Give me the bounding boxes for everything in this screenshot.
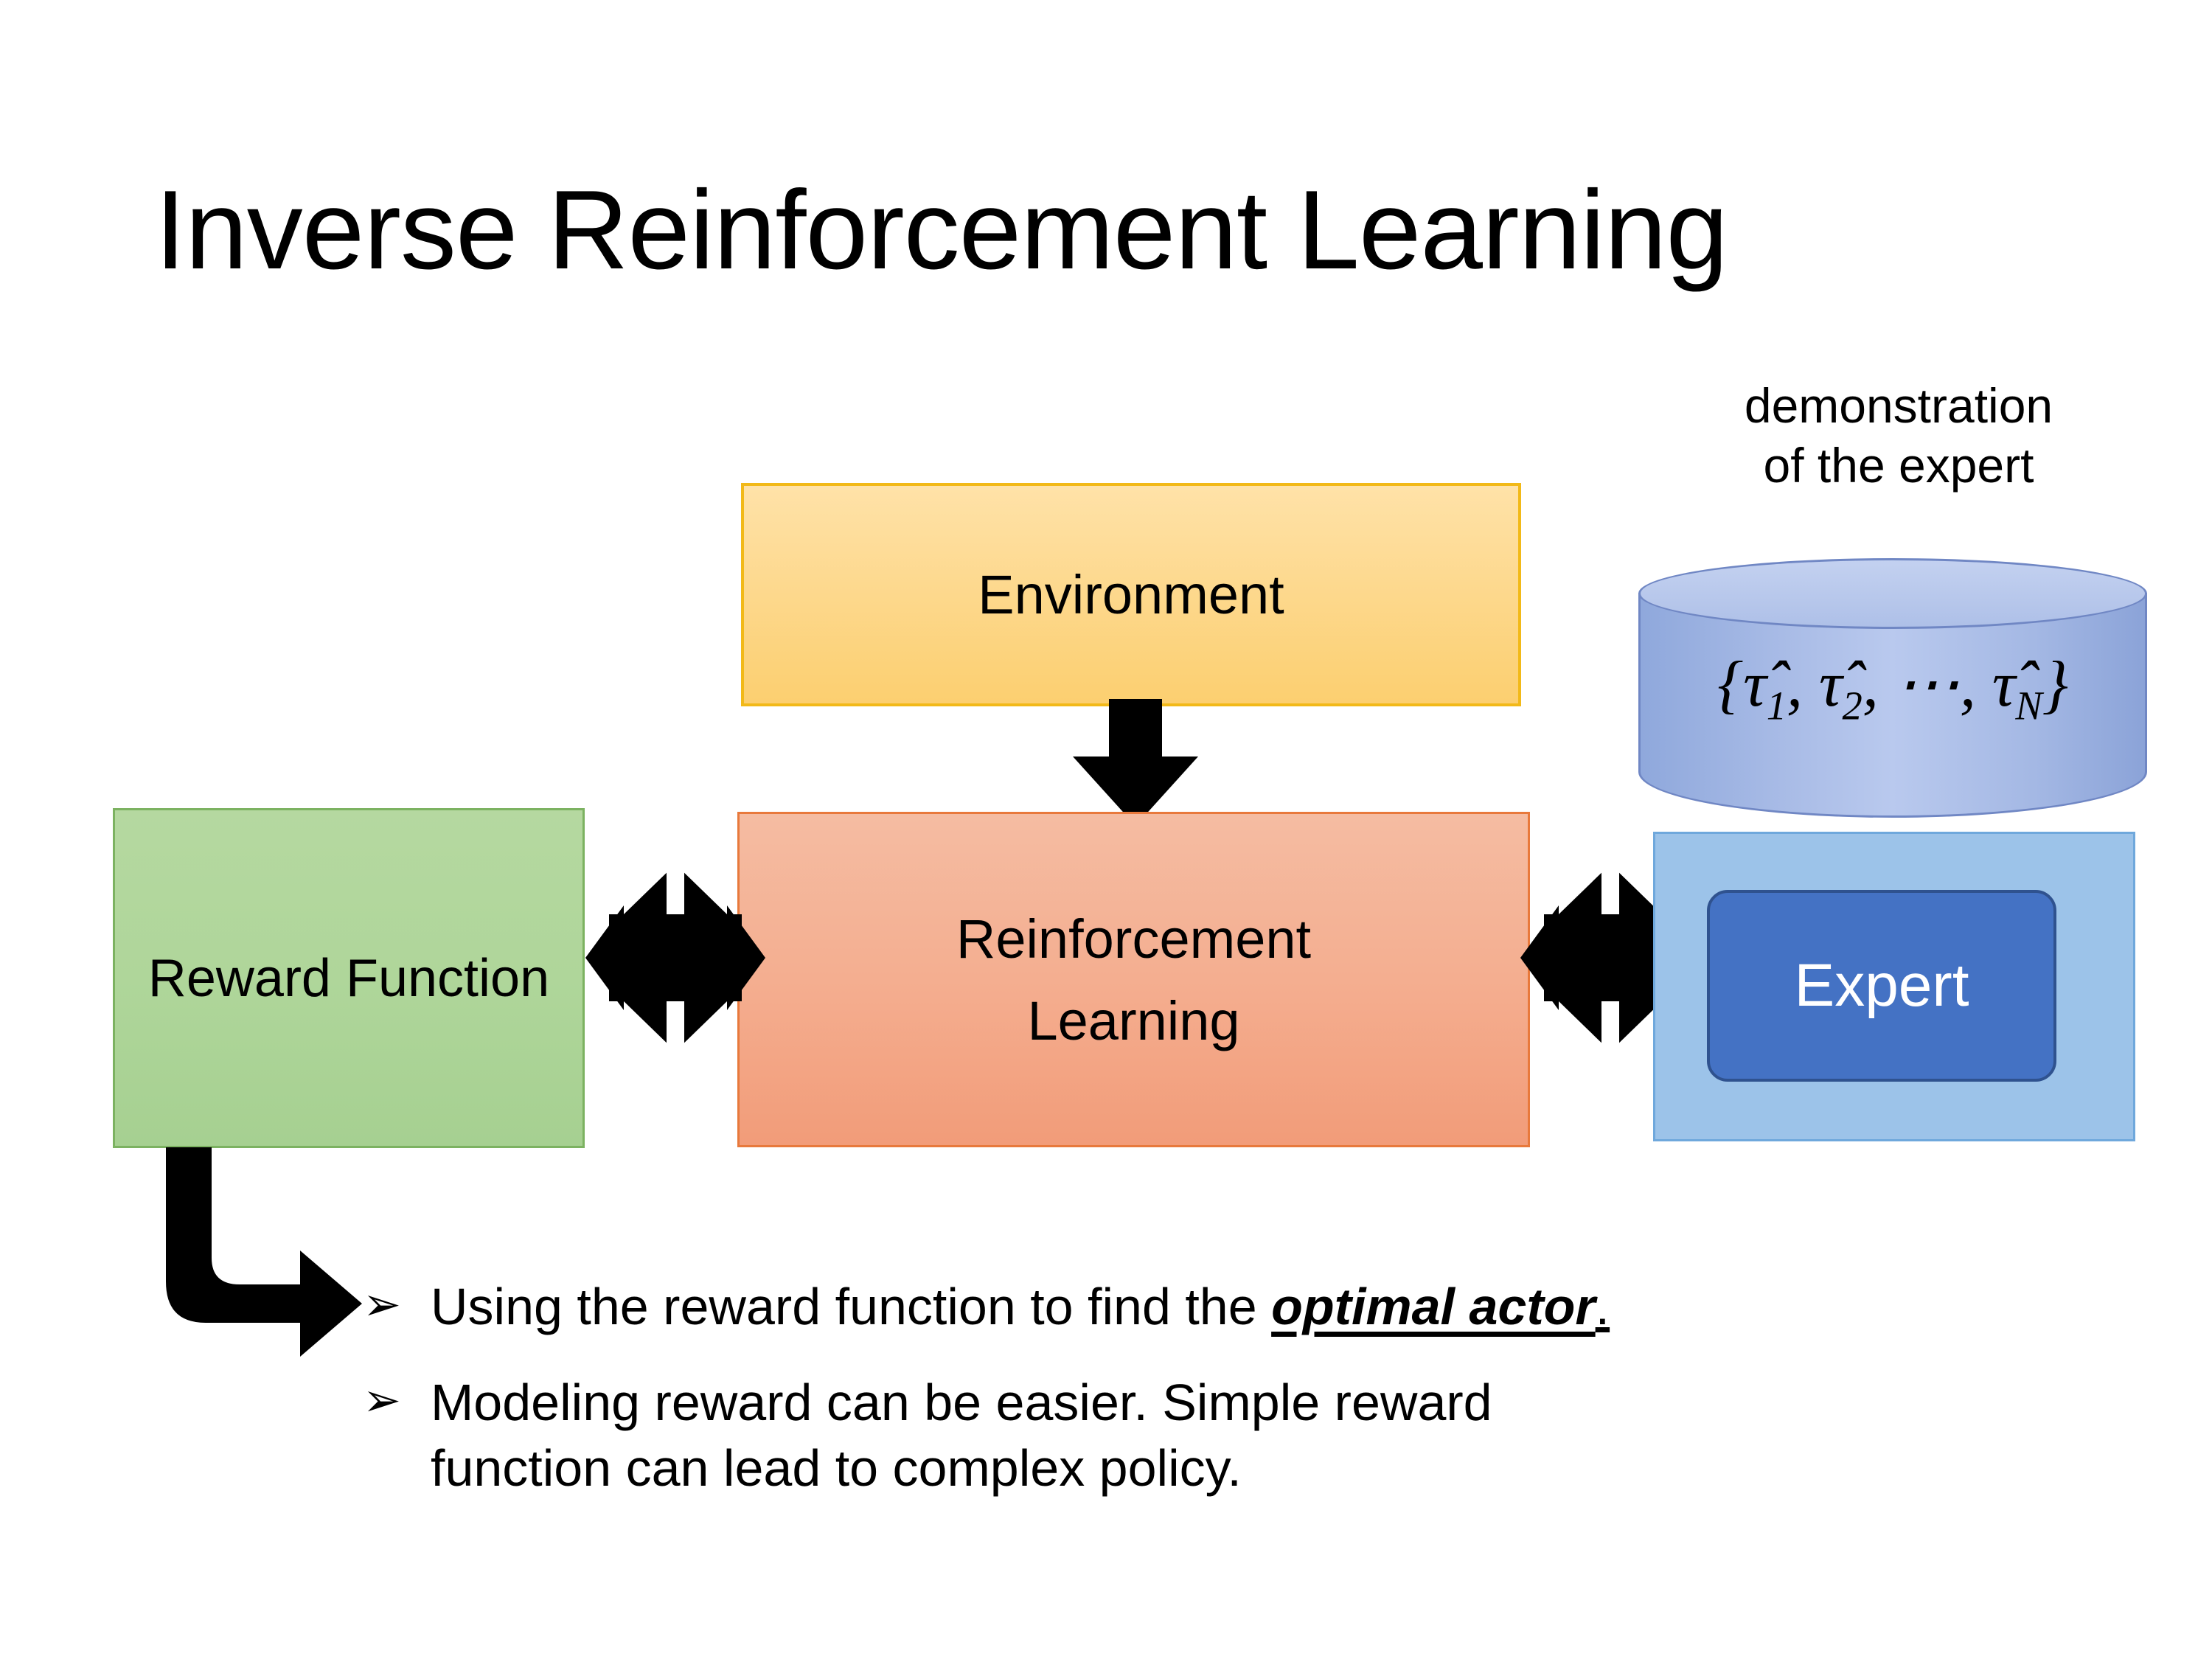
- bullet-2-text-line1: Modeling reward can be easier. Simple re…: [431, 1373, 1492, 1431]
- rl-label-line1: Reinforcement: [956, 908, 1312, 970]
- bullet-arrow-icon: ➢: [363, 1279, 401, 1330]
- demonstration-cylinder: {τ̂1, τ̂2, ⋯, τ̂N}: [1638, 558, 2147, 837]
- environment-label: Environment: [978, 564, 1284, 625]
- elbow-arrow-icon: [166, 1147, 362, 1357]
- formula-sub-2: 2: [1842, 683, 1863, 728]
- formula-close-brace: }: [2042, 649, 2068, 720]
- bullet-arrow-icon: ➢: [363, 1374, 401, 1426]
- bullet-1-text-before: Using the reward function to find the: [431, 1278, 1272, 1335]
- rl-label-line2: Learning: [1027, 990, 1240, 1051]
- trajectory-set-formula: {τ̂1, τ̂2, ⋯, τ̂N}: [1638, 645, 2147, 729]
- demonstration-caption-line1: demonstration: [1744, 378, 2053, 433]
- expert-label: Expert: [1794, 952, 1969, 1019]
- reward-label-line2: Function: [345, 948, 550, 1008]
- formula-tau-n: τ̂: [1992, 649, 2016, 720]
- formula-ellipsis: , ⋯,: [1862, 649, 1992, 720]
- cylinder-top-ellipse: [1638, 558, 2147, 629]
- formula-sep-1: ,: [1787, 649, 1820, 720]
- list-item: ➢ Using the reward function to find the …: [363, 1274, 2096, 1340]
- page-title: Inverse Reinforcement Learning: [155, 167, 1728, 293]
- expert-node: Expert: [1707, 890, 2056, 1082]
- reward-label-line1: Reward: [147, 948, 331, 1008]
- bullet-2-text-line2: function can lead to complex policy.: [431, 1439, 1242, 1498]
- quad-arrow-icon-left: [585, 864, 765, 1051]
- down-arrow-icon: [1073, 699, 1198, 826]
- bullet-1-text-after: .: [1595, 1278, 1610, 1335]
- demonstration-caption-line2: of the expert: [1763, 437, 2034, 493]
- formula-open-brace: {: [1717, 649, 1744, 720]
- bullet-1-emphasis: optimal actor: [1271, 1278, 1596, 1335]
- list-item: ➢ Modeling reward can be easier. Simple …: [363, 1370, 2096, 1502]
- cylinder-body: [1638, 593, 2147, 818]
- reinforcement-learning-box: Reinforcement Learning: [737, 812, 1530, 1147]
- formula-sub-1: 1: [1766, 683, 1787, 728]
- reward-function-box: Reward Function: [113, 808, 585, 1148]
- environment-box: Environment: [741, 483, 1521, 706]
- formula-tau-1: τ̂: [1743, 649, 1767, 720]
- formula-tau-2: τ̂: [1819, 649, 1843, 720]
- demonstration-caption: demonstration of the expert: [1644, 376, 2153, 495]
- bullet-list: ➢ Using the reward function to find the …: [363, 1274, 2096, 1531]
- formula-sub-n: N: [2015, 683, 2042, 728]
